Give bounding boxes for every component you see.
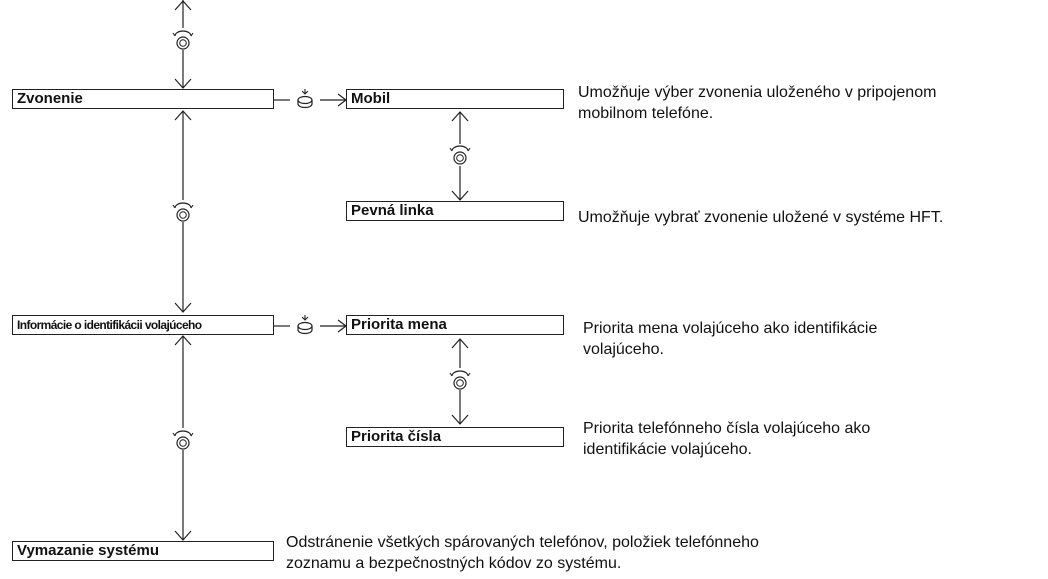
- submenu-item-name-priority[interactable]: Priorita mena: [346, 315, 564, 335]
- arrowhead-down-callerid: [174, 302, 192, 313]
- arrowhead-down-number: [451, 414, 469, 425]
- submenu-item-mobile[interactable]: Mobil: [346, 89, 564, 109]
- submenu-item-number-priority[interactable]: Priorita čísla: [346, 427, 564, 447]
- menu-item-label: Zvonenie: [17, 90, 83, 107]
- arrowhead-down-reset: [174, 530, 192, 541]
- submenu-item-label: Priorita mena: [351, 316, 447, 333]
- selector-knob-rotate-icon: [449, 368, 471, 390]
- system-reset-description: Odstránenie všetkých spárovaných telefón…: [286, 534, 759, 572]
- submenu-item-label: Pevná linka: [351, 202, 434, 219]
- name-priority-description: Priorita mena volajúceho ako identifikác…: [583, 320, 878, 358]
- selector-knob-rotate-icon: [449, 144, 471, 166]
- landline-description: Umožňuje vybrať zvonenie uložené v systé…: [578, 209, 944, 226]
- menu-item-ringtone[interactable]: Zvonenie: [12, 89, 274, 109]
- arrowhead-down-landline: [451, 190, 469, 201]
- submenu-item-label: Mobil: [351, 90, 391, 107]
- menu-item-label: Vymazanie systému: [17, 542, 160, 559]
- selector-knob-rotate-icon: [172, 428, 194, 450]
- selector-knob-press-icon: [297, 88, 313, 109]
- arrowhead-up-name: [451, 338, 469, 349]
- number-priority-description: Priorita telefónneho čísla volajúceho ak…: [583, 420, 871, 458]
- arrowhead-up-callerid: [174, 335, 192, 346]
- mobile-description: Umožňuje výber zvonenia uloženého v prip…: [578, 84, 937, 122]
- menu-item-system-reset[interactable]: Vymazanie systému: [12, 541, 274, 561]
- menu-item-caller-id[interactable]: Informácie o identifikácii volajúceho: [12, 315, 274, 335]
- arrowhead-to-ringtone: [174, 78, 192, 89]
- submenu-item-label: Priorita čísla: [351, 428, 442, 445]
- selector-knob-press-icon: [297, 314, 313, 335]
- arrowhead-up-ringtone: [174, 110, 192, 121]
- selector-knob-rotate-icon: [172, 200, 194, 222]
- selector-knob-rotate-icon: [172, 28, 194, 50]
- submenu-item-landline[interactable]: Pevná linka: [346, 201, 564, 221]
- arrowhead-top-up: [174, 0, 192, 11]
- menu-item-label: Informácie o identifikácii volajúceho: [17, 318, 202, 332]
- arrowhead-up-mobile: [451, 111, 469, 122]
